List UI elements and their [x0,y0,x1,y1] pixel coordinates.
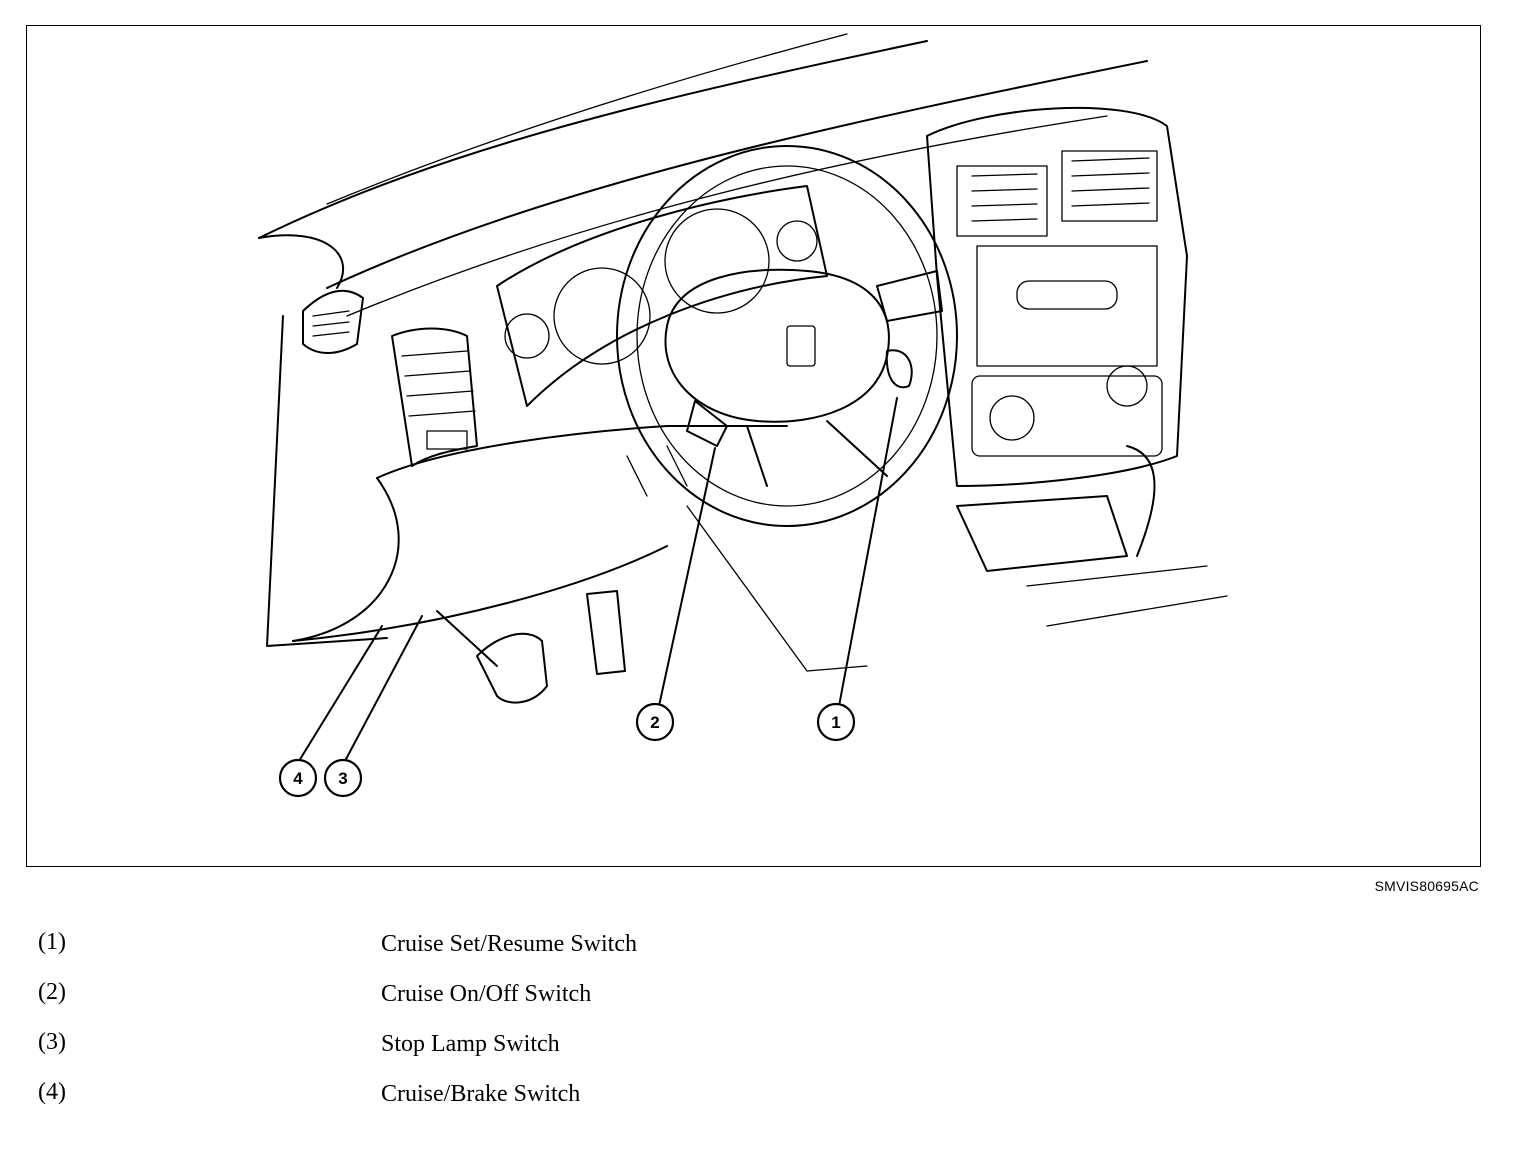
knee-bolster-bottom [292,545,668,642]
tachometer-gauge [664,208,770,314]
console-tray [956,495,1128,572]
steering-wheel-inner [636,165,938,507]
cruise-set-resume-button [885,349,913,389]
knee-bolster-left [292,477,400,642]
floor-line [686,505,868,672]
figure-id: SMVIS80695AC [1374,878,1479,894]
svg-text:3: 3 [338,769,347,788]
callout-2-leader [658,447,716,707]
callout-1: 1 [816,702,856,742]
callout-2: 2 [635,702,675,742]
instrument-cluster-housing [496,185,828,407]
windshield-edge [326,33,848,205]
accelerator-pedal [586,590,626,675]
steering-hub [664,268,890,423]
legend-label: Cruise Set/Resume Switch [381,931,637,957]
dash-left-side [266,315,388,647]
callout-4: 4 [278,758,318,798]
legend-row: (3) Stop Lamp Switch [38,1022,938,1072]
svg-text:2: 2 [650,713,659,732]
callout-1-leader [838,397,898,707]
radio-unit [976,245,1158,367]
diagram-frame: 1 2 3 4 [26,25,1481,867]
steering-logo [786,325,816,367]
shifter [1126,445,1156,557]
cruise-onoff-button [686,400,728,447]
speedometer-gauge [553,267,651,365]
left-vent-slats [312,310,350,337]
dash-top-line [326,60,1148,289]
center-vent-slats [401,350,476,417]
stalk-right [876,270,943,322]
dash-upper-contour [346,115,1108,317]
legend-row: (4) Cruise/Brake Switch [38,1072,938,1122]
climate-knob-left [989,395,1035,441]
legend: (1) Cruise Set/Resume Switch (2) Cruise … [38,922,938,1122]
center-vent-left [956,165,1048,237]
legend-label: Stop Lamp Switch [381,1031,560,1057]
dash-corner [258,234,345,289]
center-vent-right-slats [1071,157,1150,207]
center-vent [391,327,478,467]
svg-text:4: 4 [293,769,303,788]
brake-pedal-arm [436,610,498,667]
left-vent [302,289,364,354]
legend-number: (2) [38,979,66,1005]
callout-4-leader [298,625,383,762]
callout-3: 3 [323,758,363,798]
climate-control-panel [971,375,1163,457]
legend-row: (2) Cruise On/Off Switch [38,972,938,1022]
center-vent-left-slats [971,173,1038,222]
steering-spokes [746,420,888,487]
steering-wheel-outer [616,145,958,527]
legend-label: Cruise On/Off Switch [381,981,592,1007]
center-stack-bezel [926,106,1188,487]
center-vent-right [1061,150,1158,222]
legend-row: (1) Cruise Set/Resume Switch [38,922,938,972]
dashboard-line-drawing: 1 2 3 4 [258,33,1228,798]
climate-knob-right [1106,365,1148,407]
brake-pedal-pad [476,632,548,704]
console-lower [1026,565,1228,627]
radio-cd-slot [1016,280,1118,310]
steering-column [626,445,688,497]
legend-number: (3) [38,1029,66,1055]
legend-label: Cruise/Brake Switch [381,1081,581,1107]
callout-3-leader [344,615,423,762]
temp-gauge [776,220,818,262]
legend-number: (4) [38,1079,66,1105]
legend-number: (1) [38,929,66,955]
knee-bolster-top [376,425,788,479]
fuel-gauge [504,313,550,359]
svg-text:1: 1 [831,713,840,732]
windshield-line [258,40,928,239]
hazard-switch [426,430,468,450]
